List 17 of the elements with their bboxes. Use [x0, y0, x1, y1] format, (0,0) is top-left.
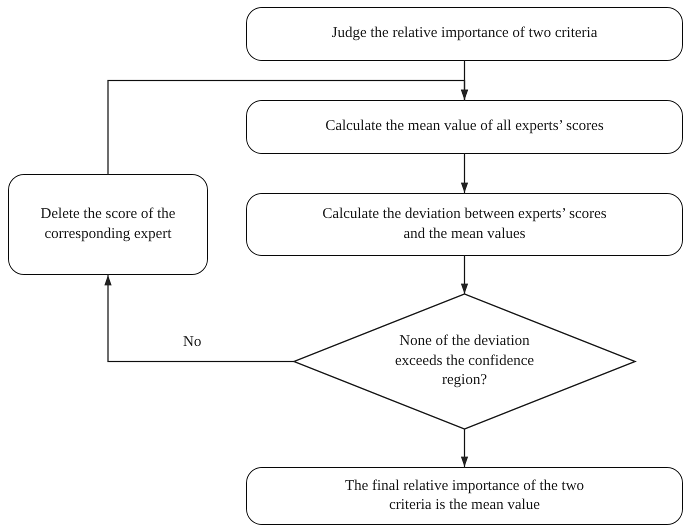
- process-box: [8, 174, 208, 275]
- arrow: [460, 256, 468, 294]
- decision-diamond: [292, 293, 637, 430]
- node-text: Calculate the deviation between experts’ scores and the mean values: [321, 205, 608, 244]
- process-box: [246, 7, 683, 61]
- process-box: [246, 467, 683, 525]
- node-text: None of the deviation exceeds the confidence region?: [394, 332, 536, 390]
- arrow: [107, 80, 468, 174]
- node-text: Delete the score of the corresponding expert: [40, 205, 176, 244]
- node-text: Judge the relative importance of two criteria: [332, 24, 598, 44]
- process-box: [246, 100, 683, 154]
- arrow: [104, 275, 294, 362]
- arrow: [460, 429, 468, 467]
- arrow: [460, 154, 468, 193]
- node-text: The final relative importance of the two criteria is the mean value: [344, 476, 586, 515]
- process-box: [246, 193, 683, 256]
- node-text: Calculate the mean value of all experts’ scores: [325, 117, 604, 136]
